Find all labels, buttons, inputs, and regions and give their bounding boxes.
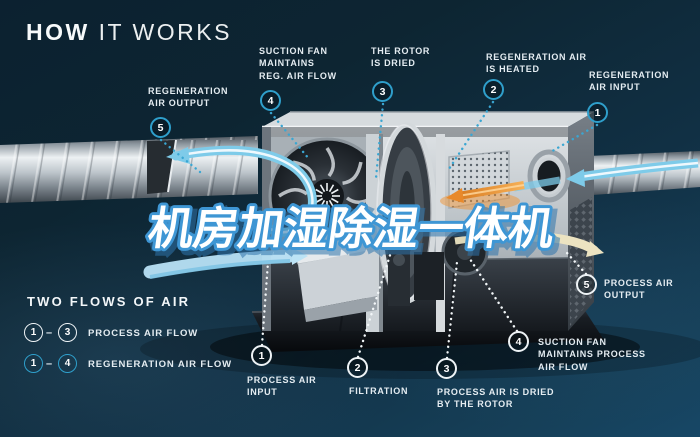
callout-label-regeneration-air-output: REGENERATION AIR OUTPUT <box>148 86 229 109</box>
regeneration-output-opening <box>147 140 176 194</box>
regeneration-input-arrow <box>513 158 699 192</box>
legend-label-process-air-flow: PROCESS AIR FLOW <box>88 328 199 339</box>
callout-leader-lines <box>159 100 599 360</box>
legend-dash-2: – <box>46 358 53 370</box>
callout-label-process-air-output: PROCESS AIR OUTPUT <box>604 278 674 301</box>
callout-label-filtration: FILTRATION <box>349 386 409 396</box>
title-bold: HOW <box>26 19 90 45</box>
title-light: IT WORKS <box>98 19 232 45</box>
callout-number-2-regeneration: 2 <box>483 79 504 100</box>
callout-number-4-regeneration: 4 <box>260 90 281 111</box>
callout-number-1-regeneration: 1 <box>587 102 608 123</box>
filter-housing <box>285 227 444 322</box>
callout-number-5-process: 5 <box>576 274 597 295</box>
callout-number-1-process: 1 <box>251 345 272 366</box>
svg-text:机房加湿除湿一体机: 机房加湿除湿一体机 <box>145 203 557 254</box>
callout-label-suction-fan-reg: SUCTION FAN MAINTAINS REG. AIR FLOW <box>259 46 337 81</box>
legend-circle-3-process: 3 <box>58 323 77 342</box>
callout-number-3-regeneration: 3 <box>372 81 393 102</box>
legend-label-regeneration-air-flow: REGENERATION AIR FLOW <box>88 359 232 370</box>
legend-circle-1-regeneration: 1 <box>24 354 43 373</box>
interior-divider <box>436 134 445 332</box>
page-title: HOW IT WORKS <box>26 19 232 46</box>
legend-circle-4-regeneration: 4 <box>58 354 77 373</box>
callout-label-process-air-dried: PROCESS AIR IS DRIED BY THE ROTOR <box>437 387 555 410</box>
process-input-arrow <box>143 248 308 279</box>
svg-text:机房加湿除湿一体机: 机房加湿除湿一体机 <box>149 207 561 258</box>
legend-title: TWO FLOWS OF AIR <box>27 294 191 309</box>
legend-circle-1-process: 1 <box>24 323 43 342</box>
callout-label-process-air-input: PROCESS AIR INPUT <box>247 375 317 398</box>
watermark-text: 机房加湿除湿一体机 机房加湿除湿一体机 <box>142 200 565 261</box>
regeneration-airflow-arrow <box>166 145 317 237</box>
process-output-arrow <box>454 232 604 257</box>
callout-label-suction-fan-process: SUCTION FAN MAINTAINS PROCESS AIR FLOW <box>538 337 646 372</box>
callout-label-regeneration-air-input: REGENERATION AIR INPUT <box>589 70 670 93</box>
heated-air-arrow <box>446 181 525 203</box>
callout-number-4-process: 4 <box>508 331 529 352</box>
callout-number-3-process: 3 <box>436 358 457 379</box>
regeneration-input-port <box>527 149 571 203</box>
callout-label-rotor-dried: THE ROTOR IS DRIED <box>371 46 431 69</box>
callout-number-2-process: 2 <box>347 357 368 378</box>
callout-label-regeneration-air-heated: REGENERATION AIR IS HEATED <box>486 52 587 75</box>
left-spiral-duct <box>0 136 258 203</box>
callout-number-5-regeneration: 5 <box>150 117 171 138</box>
legend-dash-1: – <box>46 327 53 339</box>
regeneration-heater <box>440 150 520 210</box>
